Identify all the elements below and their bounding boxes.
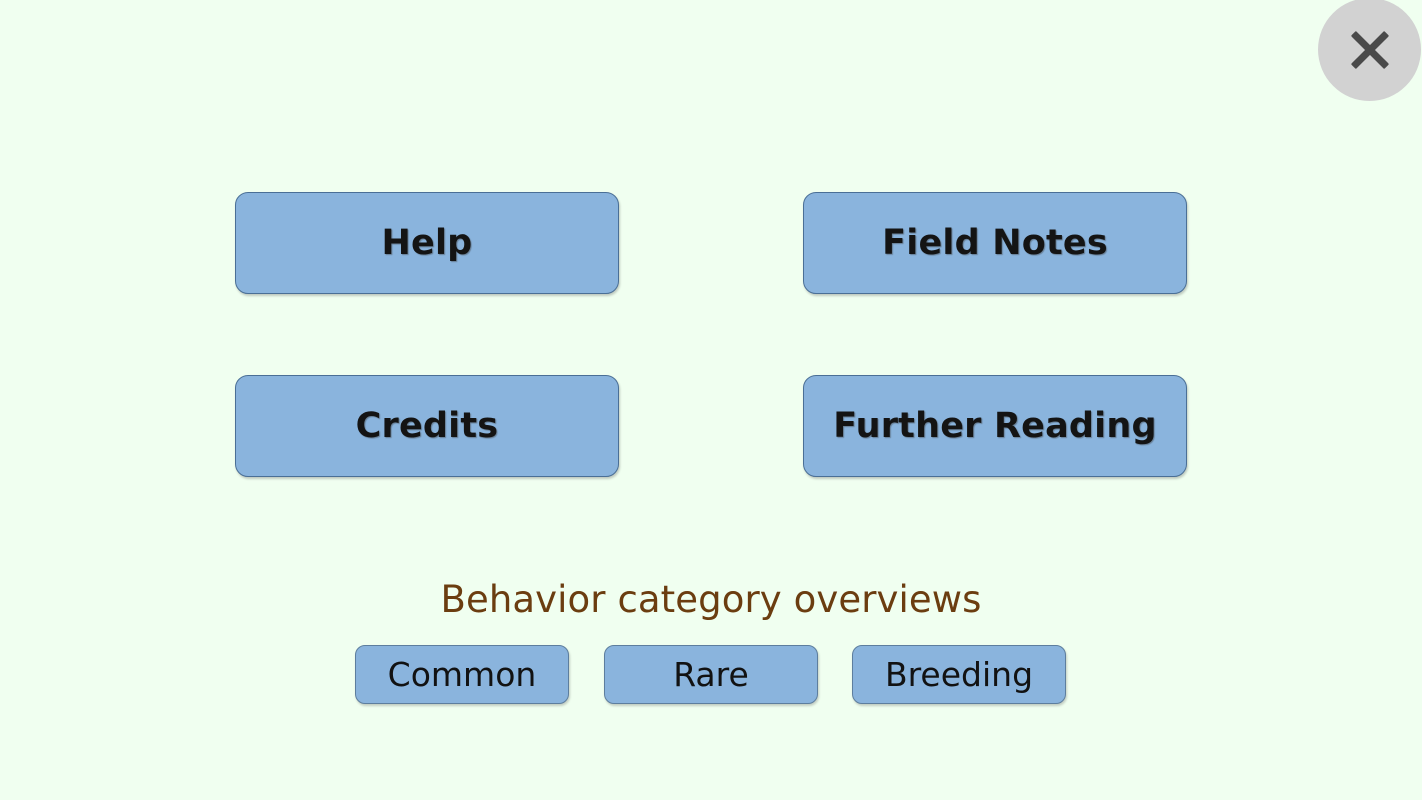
category-button-common[interactable]: Common	[355, 645, 569, 704]
behavior-category-heading: Behavior category overviews	[440, 578, 982, 621]
close-x-glyph	[1348, 28, 1392, 72]
category-button-rare[interactable]: Rare	[604, 645, 818, 704]
further-reading-button[interactable]: Further Reading	[803, 375, 1187, 477]
category-button-breeding[interactable]: Breeding	[852, 645, 1066, 704]
field-notes-button[interactable]: Field Notes	[803, 192, 1187, 294]
close-icon[interactable]	[1318, 0, 1421, 101]
help-button[interactable]: Help	[235, 192, 619, 294]
credits-button[interactable]: Credits	[235, 375, 619, 477]
